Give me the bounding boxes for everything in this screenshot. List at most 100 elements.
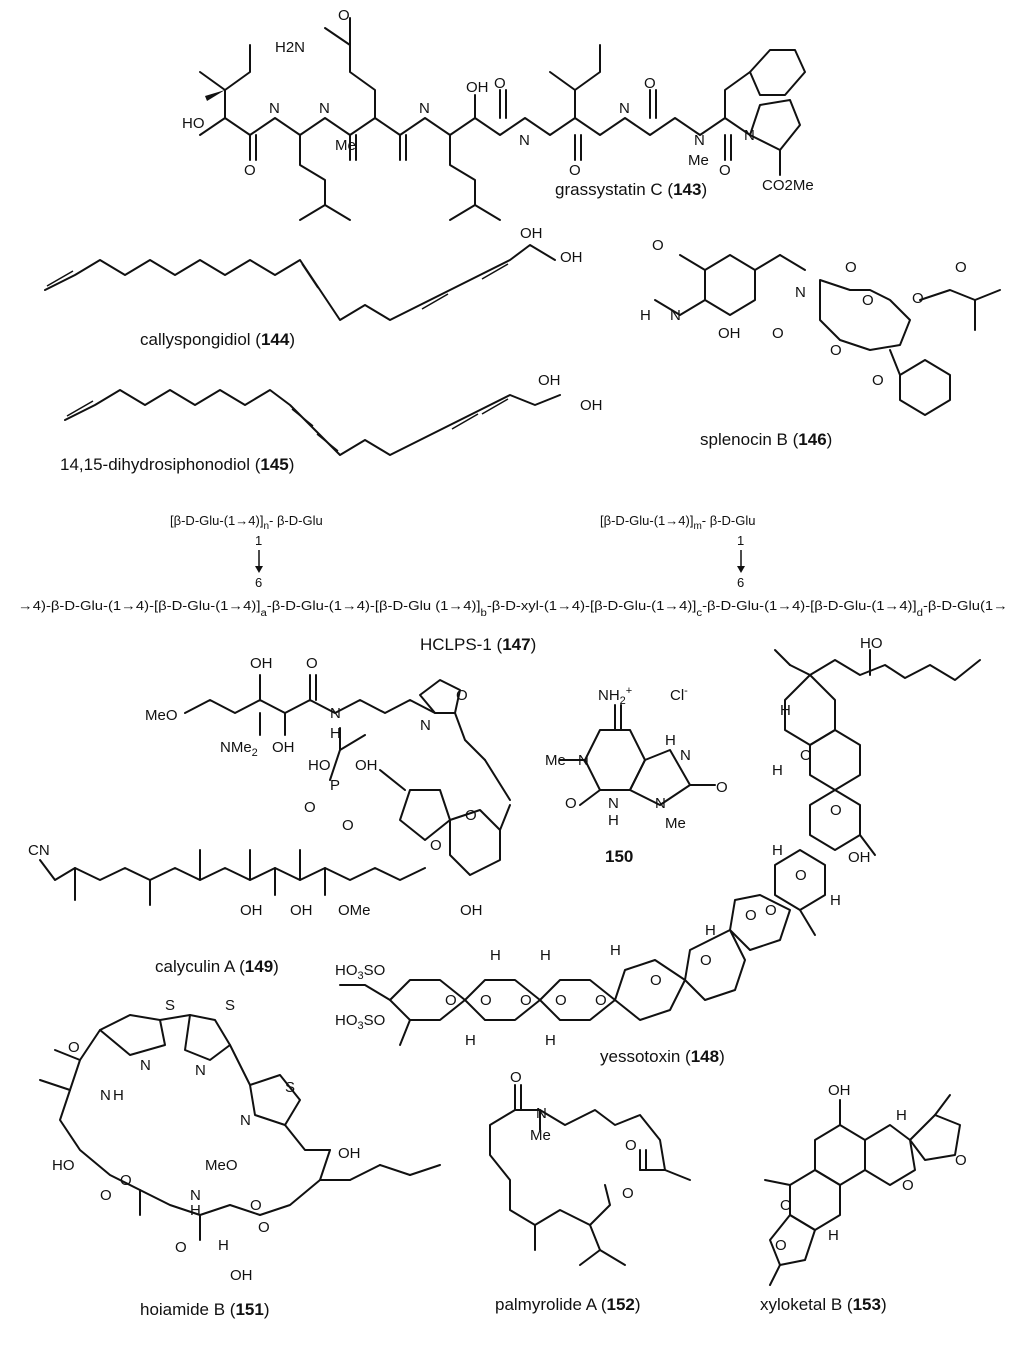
grassystatin-nh2: H2N (275, 39, 305, 56)
grassystatin-oh: OH (466, 79, 489, 96)
yessotoxin-ho: HO (860, 635, 883, 652)
xyloketal-o-1: O (902, 1177, 914, 1194)
hoiamide-o-1: O (68, 1039, 80, 1056)
c150-n-2: N (680, 747, 691, 764)
yessotoxin-h-8: H (490, 947, 501, 964)
hoiamide-s-3: S (285, 1079, 295, 1096)
c150-nh-h-2: H (608, 812, 619, 829)
c150-nh2: NH2+ (598, 685, 632, 707)
hoiamide-nh-h: H (113, 1087, 124, 1104)
hoiamide-s-2: S (225, 997, 235, 1014)
hoiamide-n-1: N (140, 1057, 151, 1074)
label-grassystatin-c: grassystatin C (143) (555, 180, 707, 199)
calyculin-spiro-o-1: O (430, 837, 442, 854)
grassystatin-me-1: Me (335, 137, 356, 154)
splenocin-o-formyl: O (652, 237, 664, 254)
structure-calyculin-a: OH O MeO NMe2 OH N H O N HO P OH O O O O… (28, 655, 511, 976)
siphonodiol-oh-1: OH (538, 372, 561, 389)
label-hoiamide-b: hoiamide B (151) (140, 1300, 270, 1319)
structure-compound-150: NH2+ Cl- Me N H N O N O H N Me 150 (545, 685, 728, 866)
calyculin-meo: MeO (145, 707, 178, 724)
c150-nh-h: H (665, 732, 676, 749)
grassystatin-o-5: O (719, 162, 731, 179)
palmyrolide-o-2: O (625, 1137, 637, 1154)
splenocin-n-1: N (670, 307, 681, 324)
grassystatin-o-2: O (494, 75, 506, 92)
hoiamide-s-1: S (165, 997, 175, 1014)
calyculin-oxazole-n: N (420, 717, 431, 734)
yessotoxin-h-2: H (772, 762, 783, 779)
c150-o-2: O (716, 779, 728, 796)
label-splenocin-b: splenocin B (146) (700, 430, 832, 449)
c150-me-2: Me (665, 815, 686, 832)
grassystatin-ho: HO (182, 115, 205, 132)
yessotoxin-oh: OH (848, 849, 871, 866)
label-hclps-1: HCLPS-1 (147) (420, 635, 536, 654)
yessotoxin-o-12: O (445, 992, 457, 1009)
grassystatin-n-1: N (269, 100, 280, 117)
c150-o-1: O (565, 795, 577, 812)
hoiamide-oh-2: OH (230, 1267, 253, 1284)
splenocin-n-2: N (795, 284, 806, 301)
calyculin-ome: OMe (338, 902, 371, 919)
yessotoxin-h-4: H (830, 892, 841, 909)
hoiamide-meo: MeO (205, 1157, 238, 1174)
c150-n-3: N (608, 795, 619, 812)
hoiamide-o-5: O (250, 1197, 262, 1214)
xyloketal-o-2: O (955, 1152, 967, 1169)
c150-me-1: Me (545, 752, 566, 769)
yessotoxin-o-3: O (795, 867, 807, 884)
xyloketal-h-2: H (828, 1227, 839, 1244)
grassystatin-me-2: Me (688, 152, 709, 169)
splenocin-h-1: H (640, 307, 651, 324)
hoiamide-n-2: N (195, 1062, 206, 1079)
splenocin-o-1: O (845, 259, 857, 276)
structure-yessotoxin: HO O O OH O O O O O O O O O O HO3SO HO3S… (335, 635, 981, 1066)
splenocin-o-6: O (955, 259, 967, 276)
grassystatin-o-1: O (244, 162, 256, 179)
label-palmyrolide-a: palmyrolide A (152) (495, 1295, 641, 1314)
label-xyloketal-b: xyloketal B (153) (760, 1295, 887, 1314)
grassystatin-o-3: O (569, 162, 581, 179)
yessotoxin-ho3so-2: HO3SO (335, 1012, 385, 1032)
yessotoxin-o-7: O (650, 972, 662, 989)
label-dihydrosiphonodiol: 14,15-dihydrosiphonodiol (145) (60, 455, 294, 474)
yessotoxin-o-6: O (700, 952, 712, 969)
palmyrolide-n: N (536, 1105, 547, 1122)
label-compound-150: 150 (605, 847, 633, 866)
xyloketal-h-1: H (896, 1107, 907, 1124)
calyculin-ho: HO (308, 757, 331, 774)
calyculin-oh-3: OH (240, 902, 263, 919)
hoiamide-o-2: O (100, 1187, 112, 1204)
hclps-main-chain: →4)-β-D-Glu-(1→4)-[β-D-Glu-(1→4)]a-β-D-G… (18, 598, 1008, 619)
siphonodiol-oh-2: OH (580, 397, 603, 414)
grassystatin-n-3: N (419, 100, 430, 117)
hoiamide-h-alpha: H (218, 1237, 229, 1254)
structure-callyspongidiol: OH OH callyspongidiol (144) (44, 225, 583, 349)
splenocin-o-amide: O (772, 325, 784, 342)
c150-n-4: N (655, 795, 666, 812)
callyspongidiol-oh-2: OH (560, 249, 583, 266)
calyculin-h: H (330, 725, 341, 742)
calyculin-oh-4: OH (290, 902, 313, 919)
yessotoxin-o-8: O (595, 992, 607, 1009)
hoiamide-n-4: N (190, 1187, 201, 1204)
structure-grassystatin-c: O H2N HO O N N Me OH N O N O N O N Me O … (182, 7, 814, 221)
hclps-link-right-1: 1 (737, 533, 744, 548)
yessotoxin-ho3so-1: HO3SO (335, 962, 385, 982)
hoiamide-oh-1: OH (338, 1145, 361, 1162)
structure-hoiamide-b: S S O N N N H S N HO O O MeO OH H N O O … (39, 997, 441, 1319)
calyculin-p-o: O (304, 799, 316, 816)
hoiamide-nh-h-2: H (190, 1202, 201, 1219)
hoiamide-ho: HO (52, 1157, 75, 1174)
hoiamide-o-4: O (175, 1239, 187, 1256)
callyspongidiol-oh-1: OH (520, 225, 543, 242)
splenocin-o-2: O (862, 292, 874, 309)
structure-palmyrolide-a: O N Me O O palmyrolide A (152) (489, 1069, 691, 1314)
hclps-branch-left: [β-D-Glu-(1→4)]n- β-D-Glu (170, 513, 323, 532)
palmyrolide-o-1: O (510, 1069, 522, 1086)
hclps-branch-right: [β-D-Glu-(1→4)]m- β-D-Glu (600, 513, 756, 532)
calyculin-spiro-o-2: O (465, 807, 477, 824)
calyculin-oh-5: OH (460, 902, 483, 919)
